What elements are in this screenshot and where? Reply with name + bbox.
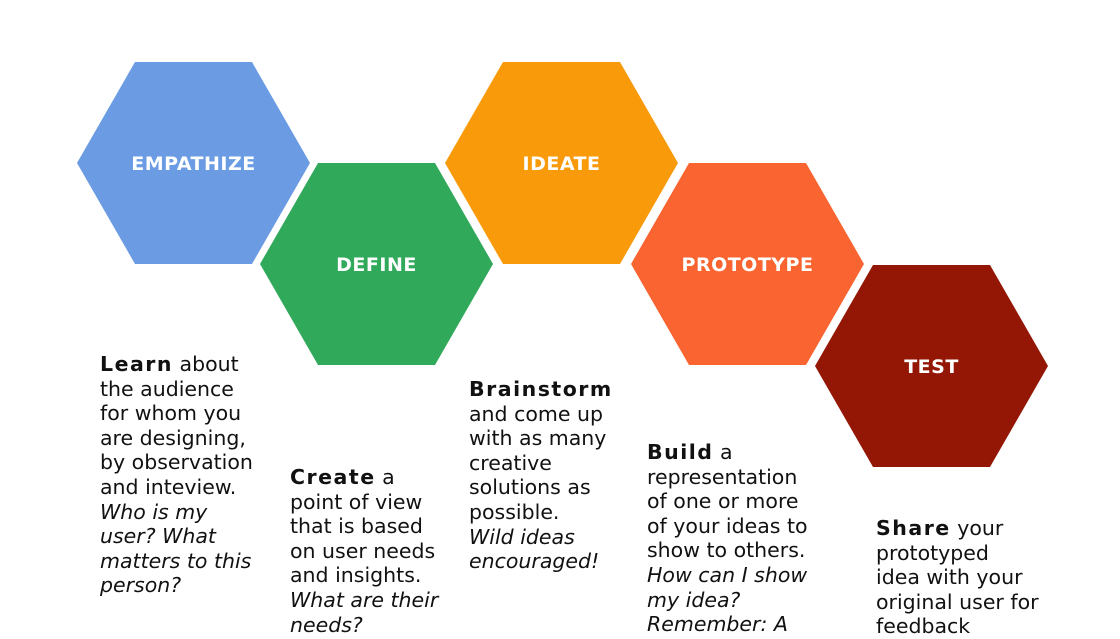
stage-label: DEFINE [336,254,417,276]
description-line: point of view [290,489,423,514]
description-line: prototyped [876,540,989,565]
description-first-line: Brainstorm [469,377,613,402]
description-first-rest: your [950,516,1004,540]
description-line: and come up [469,401,604,426]
description-line: by observation [100,450,253,475]
description-question-line: Who is my [100,499,208,524]
stage-label: TEST [904,356,959,378]
description-lead-word: Learn [100,352,174,376]
hexagon-shape [77,62,310,264]
hexagon-shape [260,163,493,365]
stage-label: IDEATE [523,153,601,175]
description-line: show to others. [647,538,806,563]
hexagon-prototype: PROTOTYPE [631,163,864,365]
description-question-line: Wild ideas [469,524,575,549]
hexagon-empathize: EMPATHIZE [77,62,310,264]
description-question-line: encouraged! [469,549,600,574]
description-first-line: Learn about [100,352,253,377]
description-line: solutions as [469,475,591,500]
description-first-rest: a [375,465,395,489]
description-line: for whom you [100,401,242,426]
description-lead-word: Share [876,516,951,540]
description-question-line: my idea? [647,587,741,612]
description-line: of your ideas to [647,513,808,538]
description-question-line: person? [100,573,182,598]
description-question-line: user? What [100,524,216,549]
description-question-line: matters to this [100,548,252,573]
description-line: are designing, [100,425,246,450]
description-line: that is based [290,514,423,539]
hexagon-shape [445,62,678,264]
hexagon-ideate: IDEATE [445,62,678,264]
description-line: of one or more [647,489,799,514]
hexagon-define: DEFINE [260,163,493,365]
description-lead-word: Build [647,440,714,464]
description-question-line: How can I show [647,562,808,587]
description-line: creative [469,450,552,475]
description-line: and inteview. [100,474,237,499]
stage-label: EMPATHIZE [131,153,255,175]
description-first-line: Share your [876,516,1039,541]
description-first-rest: a [713,440,733,464]
description-line: and insights. [290,563,422,588]
description-first-line: Create a [290,465,438,490]
description-lead-word: Create [290,465,376,489]
description-line: possible. [469,499,560,524]
hexagon-shape [631,163,864,365]
description-question-line: Remember: A [647,612,788,637]
description-line: feedback [876,614,971,639]
description-question-line: What are their [290,587,439,612]
description-line: the audience [100,376,234,401]
description-first-rest: about [173,352,239,376]
description-line: representation [647,464,798,489]
description-line: with as many [469,426,607,451]
description-line: on user needs [290,538,436,563]
hexagon-test: TEST [815,265,1048,467]
description-lead-word: Brainstorm [469,377,613,401]
description-line: original user for [876,589,1039,614]
description-question-line: needs? [290,612,363,637]
description-line: idea with your [876,565,1023,590]
description-first-line: Build a [647,440,808,465]
hexagon-shape [815,265,1048,467]
stage-label: PROTOTYPE [682,254,814,276]
